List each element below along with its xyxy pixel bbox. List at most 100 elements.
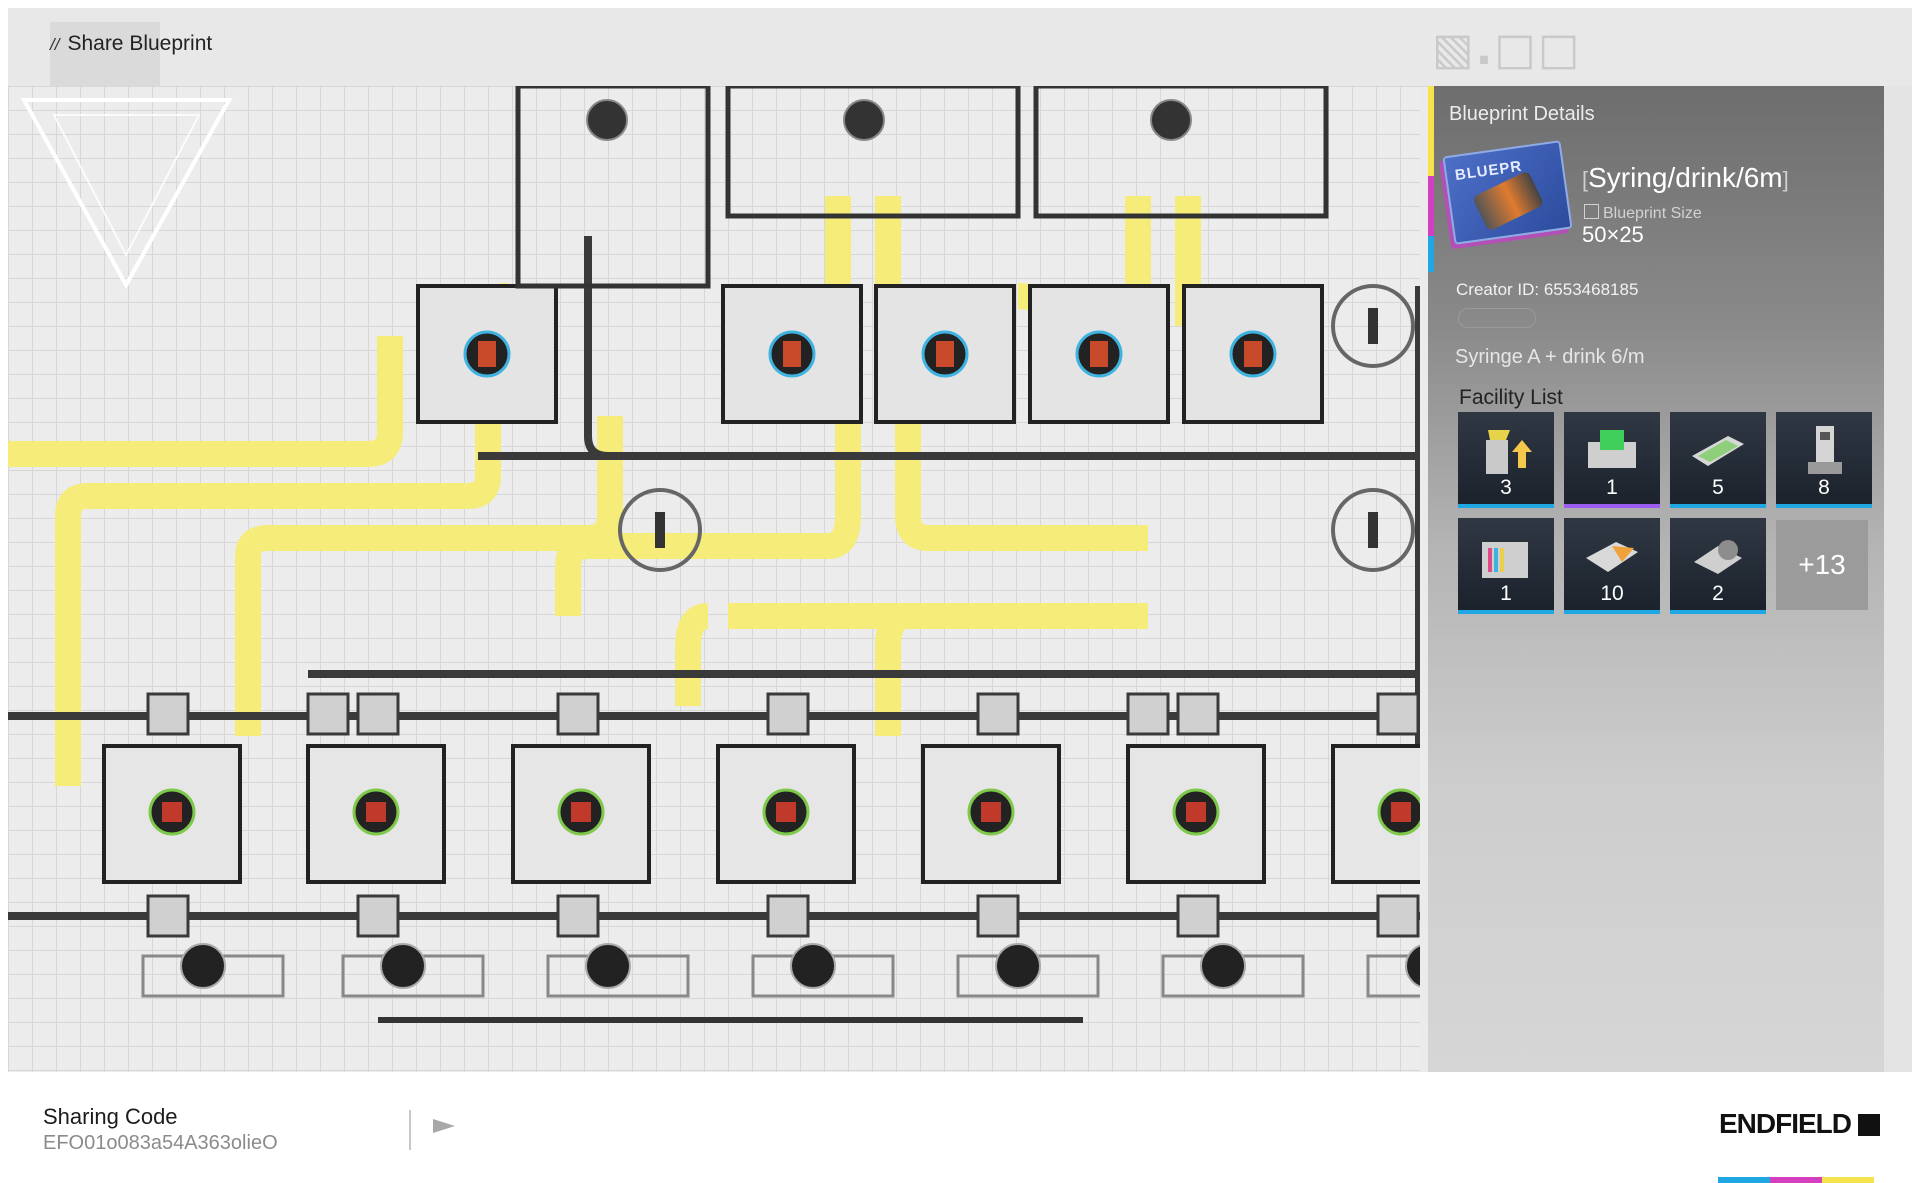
conveyor-belt [555,416,861,616]
power-pylon [1331,284,1415,368]
refinery-icon [1482,542,1528,578]
size-label-text: Blueprint Size [1603,205,1702,222]
input-port [1366,954,1420,998]
conveyor-belt [675,603,710,706]
transport-rail [584,236,609,460]
brand-logo: ENDFIELD [1719,1108,1852,1139]
stripe-magenta [1770,1177,1822,1183]
upgrade-tower-icon [1486,430,1532,474]
facility-card[interactable]: 1 [1564,412,1660,508]
endfield-watermark-logo [20,98,233,290]
rail-junction [766,894,810,938]
facility-count: 10 [1600,582,1624,605]
syringe-item-icon [783,341,801,367]
accent-bar-magenta [1428,176,1434,236]
accent-bar-yellow [1428,86,1434,176]
ore-input-icon [380,943,426,989]
conveyor-belt [875,603,910,736]
rail-junction [556,894,600,938]
top-bar [8,8,1912,87]
facility-card[interactable]: 3 [1458,412,1554,508]
facility-card[interactable]: 10 [1564,518,1660,614]
pylon-mast [655,512,665,548]
pylon-icon [1808,426,1842,474]
output-item-icon [843,99,885,141]
ore-chunk [1391,802,1411,822]
power-pylon [1331,488,1415,572]
bottom-bar [0,1072,1920,1183]
rail-junction [556,692,600,736]
ore-chunk [776,802,796,822]
rail-junction [1376,692,1420,736]
production-unit [874,284,1016,424]
facility-list-title: Facility List [1459,386,1563,409]
facility-count: 1 [1500,582,1512,605]
ore-chunk [366,802,386,822]
rail-junction [1176,894,1220,938]
pylon-mast [1368,308,1378,344]
facility-card[interactable]: 2 [1670,518,1766,614]
ore-chunk [571,802,591,822]
rail-junction [146,894,190,938]
blueprint-description: Syringe A + drink 6/m [1455,346,1645,368]
facility-count: 5 [1712,476,1724,499]
ore-chunk [1186,802,1206,822]
output-item-icon [1150,99,1192,141]
sharing-code-value[interactable]: EFO01o083a54A363olieO [43,1132,278,1154]
rail-junction [1176,692,1220,736]
brand-mark [1858,1114,1880,1136]
ore-input-icon [585,943,631,989]
page-title: // Share Blueprint [50,32,212,56]
blueprint-size-label: Blueprint Size [1584,204,1702,223]
send-icon[interactable] [433,1119,455,1133]
facility-card[interactable]: 5 [1670,412,1766,508]
creator-tag-pill [1458,308,1536,328]
stripe-yellow [1822,1177,1874,1183]
rail-junction [356,692,400,736]
rail-junction [306,692,350,736]
ore-input-icon [1200,943,1246,989]
blueprint-name: [Syring/drink/6m] [1582,162,1789,193]
blueprint-size-value: 50×25 [1582,222,1644,247]
blueprint-name-text: Syring/drink/6m [1588,162,1783,193]
rail-junction [146,692,190,736]
syringe-item-icon [478,341,496,367]
pylon-mast [1368,512,1378,548]
conveyor-belt [235,416,623,736]
syringe-item-icon [1244,341,1262,367]
facility-card[interactable]: 8 [1776,412,1872,508]
syringe-item-icon [1090,341,1108,367]
facility-card[interactable]: 1 [1458,518,1554,614]
storage-enclosure [1033,86,1329,219]
rail-junction [976,894,1020,938]
crafting-unit [511,744,651,884]
rail-junction [976,692,1020,736]
blueprint-map[interactable] [8,86,1420,1072]
stripe-cyan [1718,1177,1770,1183]
storage-enclosure [725,86,1021,219]
facility-count: 3 [1500,476,1512,499]
syringe-item-icon [936,341,954,367]
green-module-icon [1588,430,1636,468]
ore-chunk [162,802,182,822]
conveyor-belt [895,416,1148,551]
facility-count: 8 [1818,476,1830,499]
circuit-board-icon [1692,436,1744,466]
ore-input-icon [995,943,1041,989]
power-pylon [618,488,702,572]
ore-input-icon [790,943,836,989]
title-prefix: // [50,35,60,54]
rail-junction [1376,894,1420,938]
blueprint-thumbnail: BLUEPR [1442,140,1573,245]
rail-junction [1126,692,1170,736]
production-unit [1182,284,1324,424]
output-item-icon [586,99,628,141]
conveyor-machine-icon [1586,542,1638,572]
panel-edge [1884,86,1912,1072]
resize-icon [1584,204,1599,219]
rail-junction [356,894,400,938]
more-facilities-button[interactable]: +13 [1776,520,1868,610]
ore-chunk [981,802,1001,822]
conveyor-belt [55,356,501,786]
title-text: Share Blueprint [67,32,213,55]
